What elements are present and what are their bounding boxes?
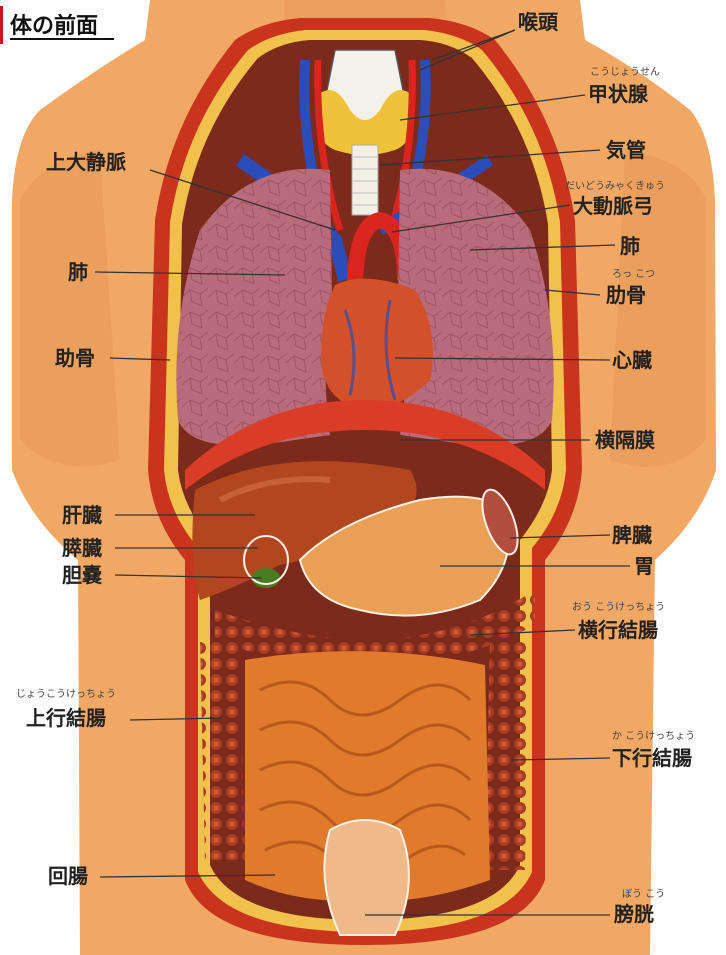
label-diaphragm: 横隔膜 — [595, 430, 655, 450]
furigana-descending-colon: か こうけっちょう — [612, 732, 695, 742]
label-gallbladder: 胆嚢 — [62, 565, 102, 585]
label-transverse-colon: 横行結腸 — [578, 620, 658, 640]
furigana-transverse-colon: おう こうけっちょう — [572, 603, 665, 613]
label-spleen: 脾臓 — [612, 525, 652, 545]
label-thyroid: 甲状腺 — [588, 84, 648, 104]
label-right-lung: 肺 — [620, 236, 640, 256]
label-left-rib: 助骨 — [55, 348, 95, 368]
label-trachea: 気管 — [606, 140, 646, 160]
label-stomach: 胃 — [634, 556, 654, 576]
label-svc: 上大静脈 — [46, 152, 126, 172]
furigana-thyroid: こうじょうせん — [590, 68, 660, 78]
label-heart: 心臓 — [612, 350, 652, 370]
furigana-right-rib: ろっ こつ — [612, 270, 655, 280]
bladder — [324, 820, 409, 935]
heart — [321, 279, 433, 410]
label-liver: 肝臓 — [62, 505, 102, 525]
label-bladder: 膀胱 — [614, 904, 654, 924]
descending-colon — [485, 640, 530, 870]
label-ascending-colon: 上行結腸 — [26, 708, 106, 728]
label-ileum: 回腸 — [48, 866, 88, 886]
label-pancreas: 膵臓 — [62, 538, 102, 558]
label-left-lung: 肺 — [68, 262, 88, 282]
label-descending-colon: 下行結腸 — [612, 748, 692, 768]
label-right-rib: 肋骨 — [606, 285, 646, 305]
furigana-ascending-colon: じょうこうけっちょう — [16, 690, 116, 700]
label-aortic-arch: 大動脈弓 — [573, 196, 653, 216]
ascending-colon — [200, 640, 245, 860]
furigana-bladder: ぼう こう — [622, 890, 665, 900]
label-larynx: 喉頭 — [518, 12, 558, 32]
furigana-aortic-arch: だいどうみゃくきゅう — [565, 182, 665, 192]
